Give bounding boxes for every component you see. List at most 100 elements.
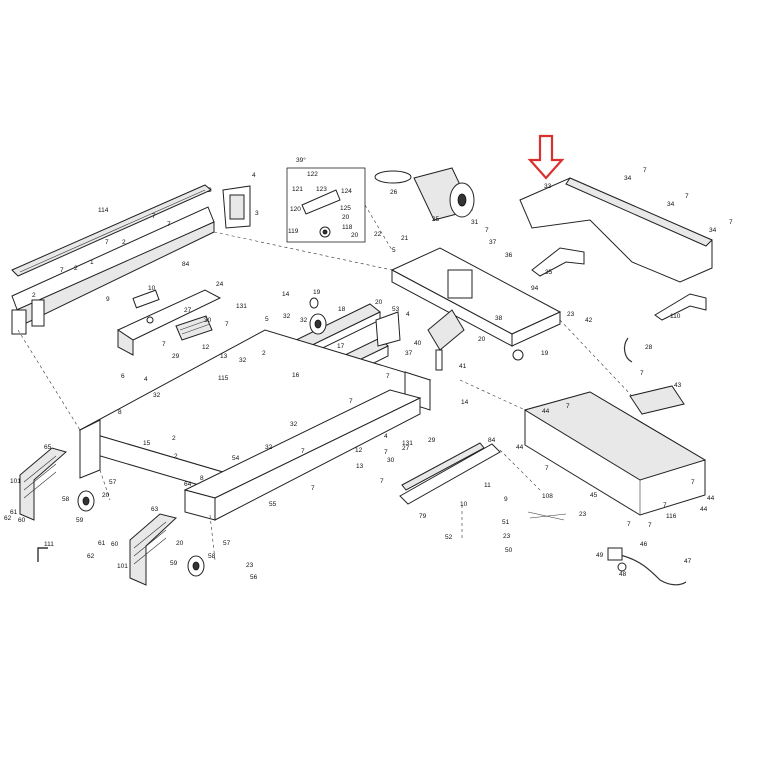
part-callout-3: 3 xyxy=(255,210,259,217)
part-callout-124: 124 xyxy=(341,188,352,195)
part-callout-52: 52 xyxy=(445,534,453,541)
part-callout-29: 29 xyxy=(428,437,436,444)
right-end-cap-63 xyxy=(129,513,178,586)
part-callout-122: 122 xyxy=(307,171,318,178)
part-callout-22: 22 xyxy=(374,231,382,238)
part-callout-19: 19 xyxy=(313,289,321,296)
part-callout-44: 44 xyxy=(516,444,524,451)
part-callout-5: 5 xyxy=(265,316,269,323)
part-callout-4: 4 xyxy=(252,172,256,179)
part-callout-28: 28 xyxy=(645,344,653,351)
part-callout-29: 29 xyxy=(172,353,180,360)
part-callout-35: 35 xyxy=(545,269,553,276)
control-board-43 xyxy=(629,385,685,415)
part-callout-20: 20 xyxy=(102,492,110,499)
part-callout-62: 62 xyxy=(4,515,12,522)
part-111 xyxy=(37,547,48,562)
part-callout-7: 7 xyxy=(566,403,570,410)
part-callout-16: 16 xyxy=(292,372,300,379)
part-callout-34: 34 xyxy=(624,175,632,182)
part-callout-32: 32 xyxy=(239,357,247,364)
part-callout-59: 59 xyxy=(76,517,84,524)
part-callout-20: 20 xyxy=(375,299,383,306)
part-callout-7: 7 xyxy=(384,449,388,456)
part-callout-13: 13 xyxy=(220,353,228,360)
part-callout-131: 131 xyxy=(236,303,247,310)
part-10 xyxy=(132,289,160,309)
part-callout-116: 116 xyxy=(666,513,677,520)
motor-hood-33 xyxy=(519,177,713,283)
part-callout-7: 7 xyxy=(685,193,689,200)
lower-frame-55 xyxy=(183,389,422,521)
part-callout-65: 65 xyxy=(44,444,52,451)
part-callout-7: 7 xyxy=(627,521,631,528)
part-callout-10: 10 xyxy=(148,285,156,292)
part-callout-34: 34 xyxy=(667,201,675,208)
part-callout-7: 7 xyxy=(167,221,171,228)
part-callout-7: 7 xyxy=(729,219,733,226)
plate-53 xyxy=(375,311,401,347)
part-callout-11: 11 xyxy=(484,482,491,489)
part-callout-125: 125 xyxy=(340,205,351,212)
part-callout-57: 57 xyxy=(223,540,231,547)
part-callout-18: 18 xyxy=(338,306,346,313)
part-callout-5: 5 xyxy=(392,247,396,254)
part-callout-6: 6 xyxy=(121,373,125,380)
part-callout-111: 111 xyxy=(44,541,54,548)
part-callout-94: 94 xyxy=(531,285,539,292)
part-callout-48: 48 xyxy=(619,571,627,578)
part-callout-4: 4 xyxy=(406,311,410,318)
power-cord xyxy=(607,547,687,586)
part-callout-31: 31 xyxy=(471,219,479,226)
part-callout-7: 7 xyxy=(301,448,305,455)
part-callout-7: 7 xyxy=(380,478,384,485)
part-callout-4: 4 xyxy=(384,433,388,440)
part-callout-7: 7 xyxy=(105,239,109,246)
part-callout-61: 61 xyxy=(10,509,18,516)
highlight-arrow xyxy=(527,134,565,180)
part-callout-2: 2 xyxy=(208,187,212,194)
part-callout-24: 24 xyxy=(216,281,224,288)
part-callout-57: 57 xyxy=(109,479,117,486)
part-callout-7: 7 xyxy=(152,213,156,220)
part-callout-9: 9 xyxy=(106,296,110,303)
part-callout-79: 79 xyxy=(419,513,427,520)
part-callout-101: 101 xyxy=(117,563,128,570)
left-frame-rail xyxy=(11,206,215,335)
part-callout-43: 43 xyxy=(674,382,682,389)
part-callout-7: 7 xyxy=(386,373,390,380)
part-callout-32: 32 xyxy=(290,421,298,428)
part-callout-7: 7 xyxy=(225,321,229,328)
part-callout-44: 44 xyxy=(707,495,715,502)
part-callout-23: 23 xyxy=(246,562,254,569)
part-callout-47: 47 xyxy=(684,558,692,565)
part-callout-108: 108 xyxy=(542,493,553,500)
part-callout-32: 32 xyxy=(153,392,161,399)
step-pad-27 xyxy=(175,315,213,341)
part-callout-37: 37 xyxy=(405,350,413,357)
assembly-lines xyxy=(17,204,633,561)
left-end-cap-65 xyxy=(19,447,68,521)
part-callout-23: 23 xyxy=(579,511,587,518)
part-callout-7: 7 xyxy=(643,167,647,174)
part-callout-54: 54 xyxy=(232,455,240,462)
part-callout-40: 40 xyxy=(414,340,422,347)
part-callout-26: 26 xyxy=(390,189,398,196)
part-callout-17: 17 xyxy=(337,343,345,350)
part-callout-10: 10 xyxy=(460,501,468,508)
part-callout-2: 2 xyxy=(122,239,126,246)
part-callout-23: 23 xyxy=(567,311,575,318)
part-callout-101: 101 xyxy=(10,478,21,485)
part-callout-21: 21 xyxy=(401,235,409,242)
part-callout-20: 20 xyxy=(342,214,350,221)
part-callout-58: 58 xyxy=(208,553,216,560)
part-callout-7: 7 xyxy=(648,522,652,529)
part-callout-38: 38 xyxy=(495,315,503,322)
part-callout-39°: 39° xyxy=(296,156,306,164)
part-callout-44: 44 xyxy=(700,506,708,513)
part-callout-64: 64 xyxy=(184,481,192,488)
part-callout-110: 110 xyxy=(670,313,681,320)
part-callout-7: 7 xyxy=(485,227,489,234)
part-callout-25: 25 xyxy=(432,216,440,223)
